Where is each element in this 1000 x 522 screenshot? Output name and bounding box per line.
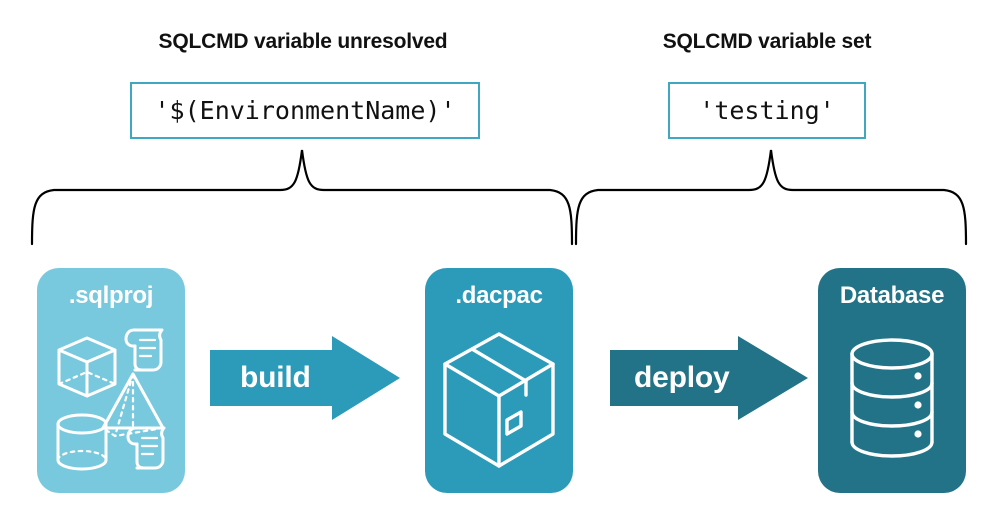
code-text-testing: 'testing' (699, 96, 835, 125)
card-label-database: Database (839, 282, 945, 309)
card-database: Database (818, 268, 966, 493)
brace-left (30, 149, 574, 246)
scroll-icon (126, 426, 166, 470)
code-text-environment-name: '$(EnvironmentName)' (154, 96, 456, 125)
code-box-testing: 'testing' (668, 82, 866, 139)
card-label-sqlproj: .sqlproj (68, 282, 154, 309)
card-dacpac: .dacpac (425, 268, 573, 493)
card-sqlproj: .sqlproj (37, 268, 185, 493)
heading-sqlcmd-variable-set: SQLCMD variable set (662, 30, 872, 53)
sqlproj-icon-group (56, 328, 166, 471)
card-label-dacpac: .dacpac (455, 282, 543, 309)
arrow-deploy-label: deploy (634, 361, 730, 394)
arrow-deploy: deploy (610, 336, 808, 420)
arrow-build: build (210, 336, 400, 420)
brace-right (574, 149, 968, 246)
cylinder-icon (56, 413, 108, 471)
code-box-environment-name: '$(EnvironmentName)' (130, 82, 480, 139)
scroll-icon (124, 328, 164, 372)
database-cylinder-icon (850, 338, 934, 458)
status-dot (914, 430, 922, 438)
cube-icon (57, 336, 117, 398)
arrow-build-label: build (240, 361, 311, 394)
arrow-deploy-shape (610, 336, 808, 420)
package-box-icon (443, 332, 555, 468)
heading-sqlcmd-variable-unresolved: SQLCMD variable unresolved (158, 30, 448, 53)
status-dot (914, 401, 922, 409)
arrow-build-shape (210, 336, 400, 420)
status-dot (914, 372, 922, 380)
